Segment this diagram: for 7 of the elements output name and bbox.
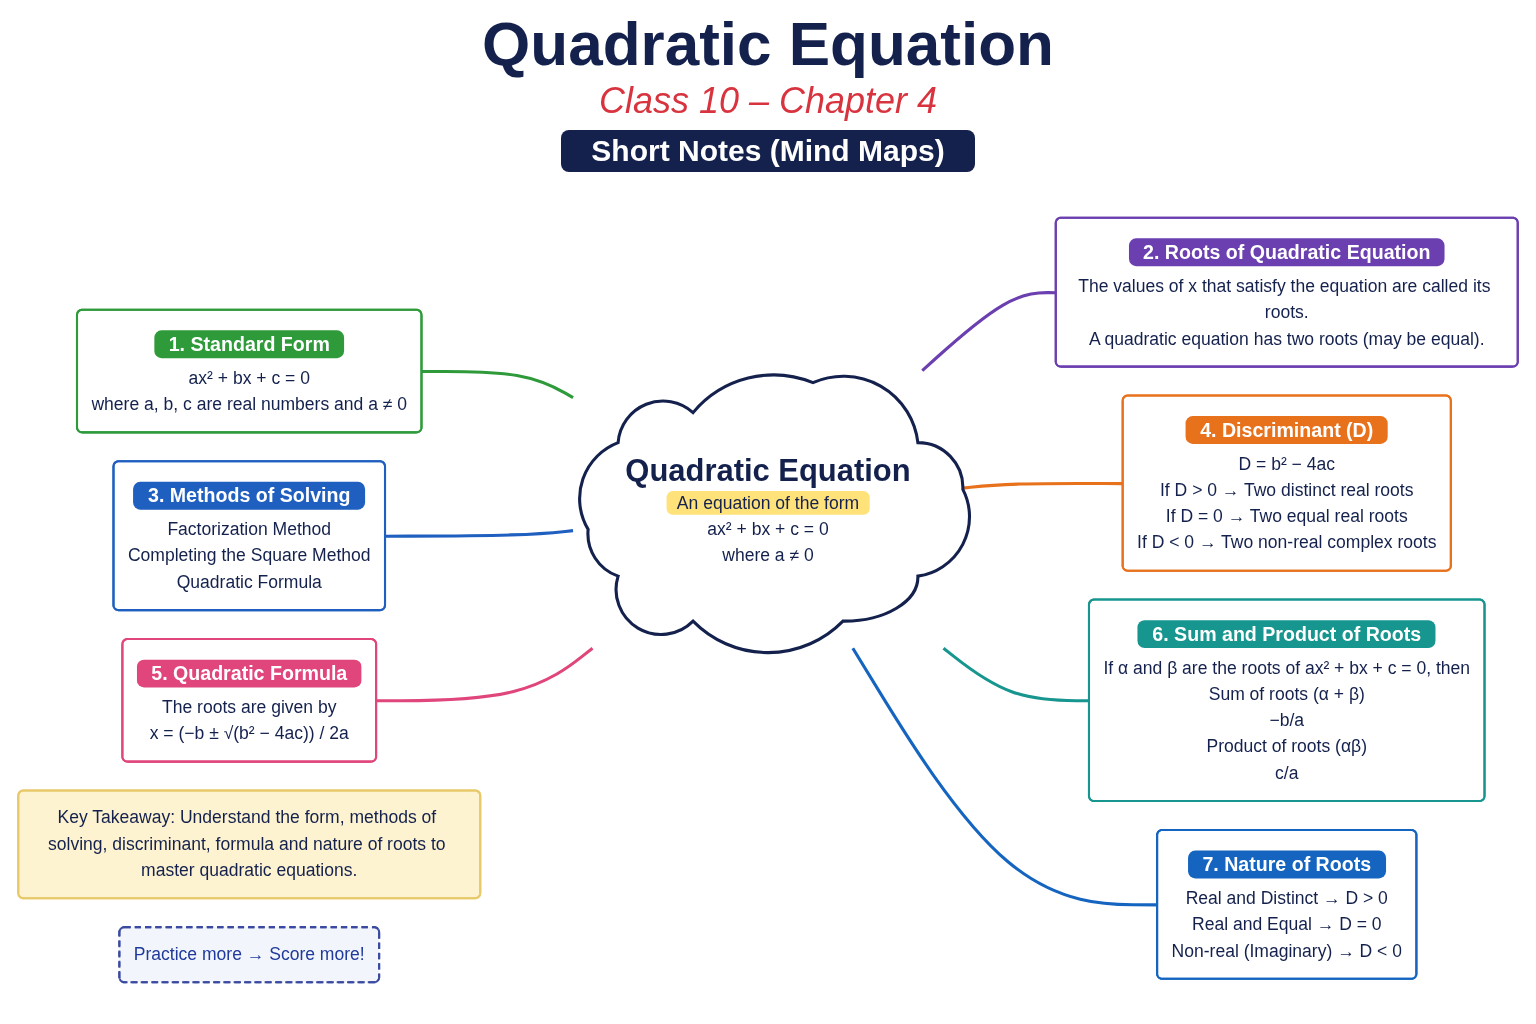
subtitle: Class 10 – Chapter 4 bbox=[598, 80, 938, 123]
connector bbox=[376, 647, 594, 703]
connector bbox=[385, 529, 574, 538]
connector bbox=[422, 369, 574, 399]
title: Quadratic Equation bbox=[482, 10, 1054, 79]
banner-heading: Short Notes (Mind Maps) bbox=[561, 130, 975, 173]
connector bbox=[851, 647, 1158, 907]
